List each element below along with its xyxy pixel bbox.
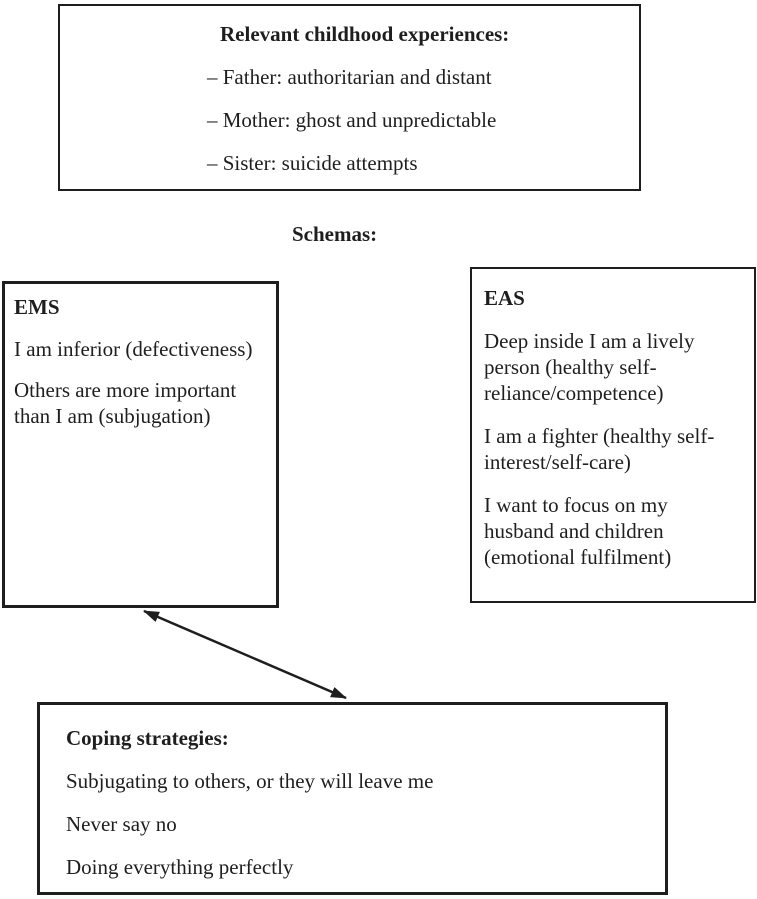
eas-title: EAS — [484, 286, 525, 310]
childhood-item-mother: – Mother: ghost and unpredictable — [207, 108, 497, 132]
childhood-experiences-title: Relevant childhood experiences: — [220, 22, 510, 46]
coping-item-never-say-no: Never say no — [66, 812, 177, 836]
coping-strategies-box: Coping strategies: Subjugating to others… — [37, 702, 668, 895]
eas-item-focus-family: I want to focus on my husband and childr… — [484, 493, 672, 569]
childhood-item-father: – Father: authoritarian and distant — [207, 65, 492, 89]
ems-item-inferior: I am inferior (defectiveness) — [14, 337, 253, 361]
coping-strategies-title: Coping strategies: — [66, 726, 229, 750]
childhood-experiences-box: Relevant childhood experiences: – Father… — [58, 4, 641, 191]
schemas-label: Schemas: — [292, 222, 378, 246]
coping-item-perfectly: Doing everything perfectly — [66, 855, 294, 879]
eas-item-fighter: I am a fighter (healthy self- interest/s… — [484, 424, 715, 474]
ems-title: EMS — [14, 295, 60, 319]
eas-box: EAS Deep inside I am a lively person (he… — [470, 267, 756, 603]
ems-item-subjugation: Others are more important than I am (sub… — [14, 378, 237, 428]
coping-item-subjugating: Subjugating to others, or they will leav… — [66, 769, 434, 793]
ems-box: EMS I am inferior (defectiveness) Others… — [2, 281, 279, 608]
eas-item-lively-person: Deep inside I am a lively person (health… — [484, 329, 695, 405]
childhood-item-sister: – Sister: suicide attempts — [207, 151, 418, 175]
